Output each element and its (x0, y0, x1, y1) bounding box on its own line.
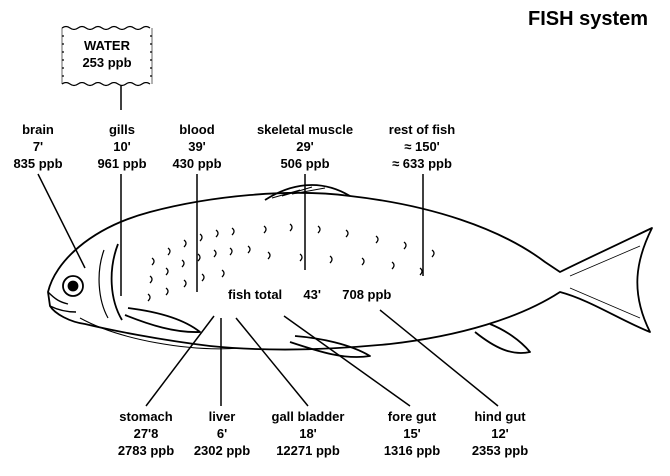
label-brain: brain 7' 835 ppb (13, 121, 62, 172)
organ-time: ≈ 150' (389, 138, 455, 155)
label-rest-of-fish: rest of fish ≈ 150' ≈ 633 ppb (389, 121, 455, 172)
fish-total-value: 708 ppb (342, 287, 391, 302)
organ-time: 15' (384, 425, 440, 442)
organ-time: 39' (172, 138, 221, 155)
organ-name: blood (172, 121, 221, 138)
organ-name: rest of fish (389, 121, 455, 138)
organ-name: brain (13, 121, 62, 138)
organ-value: 430 ppb (172, 155, 221, 172)
organ-value: 2783 ppb (118, 442, 174, 459)
organ-name: skeletal muscle (257, 121, 353, 138)
organ-value: 1316 ppb (384, 442, 440, 459)
organ-value: 12271 ppb (272, 442, 345, 459)
leader-fore-gut (284, 316, 410, 406)
organ-value: ≈ 633 ppb (389, 155, 455, 172)
organ-name: fore gut (384, 408, 440, 425)
organ-name: gills (97, 121, 146, 138)
water-value: 253 ppb (64, 54, 150, 71)
label-stomach: stomach 27'8 2783 ppb (118, 408, 174, 459)
label-liver: liver 6' 2302 ppb (194, 408, 250, 459)
label-gills: gills 10' 961 ppb (97, 121, 146, 172)
organ-name: liver (194, 408, 250, 425)
water-box: WATER 253 ppb (64, 30, 150, 82)
leader-hind-gut (380, 310, 498, 406)
leader-brain (38, 174, 85, 268)
organ-value: 2353 ppb (472, 442, 528, 459)
organ-time: 7' (13, 138, 62, 155)
organ-time: 6' (194, 425, 250, 442)
fish-total-label: fish total (228, 287, 282, 302)
fish-body (48, 185, 652, 357)
organ-time: 29' (257, 138, 353, 155)
organ-name: stomach (118, 408, 174, 425)
leader-stomach (146, 316, 214, 406)
label-gall-bladder: gall bladder 18' 12271 ppb (272, 408, 345, 459)
leader-gall-bladder (236, 318, 308, 406)
fish-total: fish total 43' 708 ppb (228, 287, 391, 302)
diagram-title: FISH system (528, 8, 648, 31)
organ-value: 506 ppb (257, 155, 353, 172)
label-blood: blood 39' 430 ppb (172, 121, 221, 172)
organ-time: 10' (97, 138, 146, 155)
organ-name: gall bladder (272, 408, 345, 425)
water-label: WATER (64, 37, 150, 54)
label-skeletal-muscle: skeletal muscle 29' 506 ppb (257, 121, 353, 172)
organ-value: 835 ppb (13, 155, 62, 172)
organ-name: hind gut (472, 408, 528, 425)
organ-time: 18' (272, 425, 345, 442)
organ-time: 12' (472, 425, 528, 442)
organ-time: 27'8 (118, 425, 174, 442)
fish-total-time: 43' (303, 287, 321, 302)
label-fore-gut: fore gut 15' 1316 ppb (384, 408, 440, 459)
organ-value: 2302 ppb (194, 442, 250, 459)
label-hind-gut: hind gut 12' 2353 ppb (472, 408, 528, 459)
organ-value: 961 ppb (97, 155, 146, 172)
